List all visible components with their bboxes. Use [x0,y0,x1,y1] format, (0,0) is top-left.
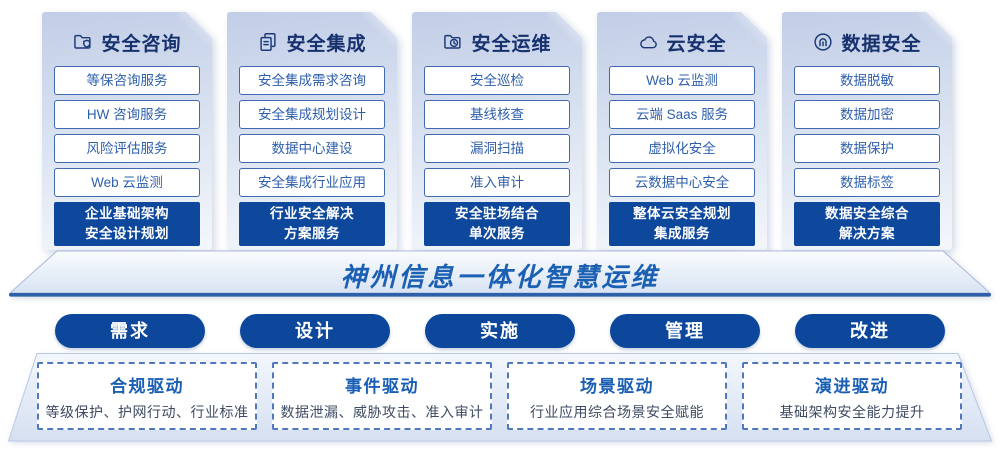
service-highlight: 安全驻场结合 单次服务 [424,202,570,246]
service-item: 数据中心建设 [239,134,385,163]
driver-box-3: 场景驱动 行业应用综合场景安全赋能 [507,362,727,430]
service-card-1: 安全咨询 等保咨询服务 HW 咨询服务风险评估服务 Web 云监测 企业基础架构 安… [42,12,212,250]
card-title: 云安全 [666,33,727,55]
service-item: 虚拟化安全 [609,134,755,163]
card-header: 安全咨询 [42,12,212,55]
card-header: 数据安全 [782,12,952,55]
service-item: 数据标签 [794,168,940,197]
driver-desc: 数据泄漏、威胁攻击、准入审计 [280,404,484,420]
highlight-line-1: 安全驻场结合 [455,206,539,222]
card-items: 等保咨询服务 HW 咨询服务风险评估服务 Web 云监测 [54,66,200,197]
driver-boxes: 合规驱动 等级保护、护网行动、行业标准 事件驱动 数据泄漏、威胁攻击、准入审计 … [37,362,962,430]
service-item: 基线核查 [424,100,570,129]
process-step-pill-1: 需求 [55,314,205,348]
service-item: 数据保护 [794,134,940,163]
driver-title: 合规驱动 [110,377,184,396]
driver-title: 场景驱动 [580,377,654,396]
banner-title: 神州信息一体化智慧运维 [340,262,660,292]
highlight-line-2: 安全设计规划 [85,226,169,241]
highlight-line-1: 整体云安全规划 [633,206,731,222]
highlight-line-2: 单次服务 [469,226,525,241]
highlight-line-1: 企业基础架构 [85,206,169,222]
service-highlight: 整体云安全规划 集成服务 [609,202,755,246]
data-spiral-icon [812,31,834,53]
service-highlight: 行业安全解决 方案服务 [239,202,385,246]
process-step-pill-5: 改进 [795,314,945,348]
service-item: 安全集成规划设计 [239,100,385,129]
process-step-pill-2: 设计 [240,314,390,348]
card-header: 云安全 [597,12,767,55]
platform-banner: 神州信息一体化智慧运维 [0,250,1000,299]
banner-trapezoid [8,250,992,297]
process-step-pill-3: 实施 [425,314,575,348]
service-item: 漏洞扫描 [424,134,570,163]
card-title: 数据安全 [841,33,922,55]
driver-desc: 等级保护、护网行动、行业标准 [45,404,249,420]
service-item: 安全集成行业应用 [239,168,385,197]
driver-box-1: 合规驱动 等级保护、护网行动、行业标准 [37,362,257,430]
service-item: 准入审计 [424,168,570,197]
service-item: 数据加密 [794,100,940,129]
card-items: 安全巡检基线核查漏洞扫描准入审计 [424,66,570,197]
documents-icon [257,31,279,53]
cloud-icon [637,31,659,53]
service-card-3: 安全运维 安全巡检基线核查漏洞扫描准入审计 安全驻场结合 单次服务 [412,12,582,250]
highlight-line-1: 数据安全综合 [825,206,909,222]
service-card-2: 安全集成 安全集成需求咨询安全集成规划设计数据中心建设安全集成行业应用 行业安全… [227,12,397,250]
driver-title: 事件驱动 [345,377,419,396]
card-items: 安全集成需求咨询安全集成规划设计数据中心建设安全集成行业应用 [239,66,385,197]
driver-title: 演进驱动 [815,377,889,396]
service-item: 数据脱敏 [794,66,940,95]
service-item: 云端 Saas 服务 [609,100,755,129]
driver-box-4: 演进驱动 基础架构安全能力提升 [742,362,962,430]
service-item: HW 咨询服务 [54,100,200,129]
driver-desc: 行业应用综合场景安全赋能 [530,404,704,420]
highlight-line-2: 解决方案 [839,226,895,241]
process-steps: 需求 设计 实施 管理 改进 [55,314,945,348]
card-items: Web 云监测云端 Saas 服务虚拟化安全云数据中心安全 [609,66,755,197]
service-item: 等保咨询服务 [54,66,200,95]
card-items: 数据脱敏数据加密数据保护数据标签 [794,66,940,197]
service-item: Web 云监测 [609,66,755,95]
service-columns: 安全咨询 等保咨询服务 HW 咨询服务风险评估服务 Web 云监测 企业基础架构 安… [42,12,952,250]
card-header: 安全集成 [227,12,397,55]
service-item: 云数据中心安全 [609,168,755,197]
service-item: 安全集成需求咨询 [239,66,385,95]
service-highlight: 数据安全综合 解决方案 [794,202,940,246]
driver-desc: 基础架构安全能力提升 [779,404,925,420]
service-item: Web 云监测 [54,168,200,197]
card-title: 安全集成 [286,33,367,55]
highlight-line-1: 行业安全解决 [270,206,354,222]
card-header: 安全运维 [412,12,582,55]
card-title: 安全运维 [471,33,552,55]
process-step-pill-4: 管理 [610,314,760,348]
folder-clock-icon [442,31,464,53]
service-card-5: 数据安全 数据脱敏数据加密数据保护数据标签 数据安全综合 解决方案 [782,12,952,250]
service-item: 风险评估服务 [54,134,200,163]
service-card-4: 云安全 Web 云监测云端 Saas 服务虚拟化安全云数据中心安全 整体云安全规… [597,12,767,250]
highlight-line-2: 集成服务 [654,226,710,241]
service-item: 安全巡检 [424,66,570,95]
service-highlight: 企业基础架构 安全设计规划 [54,202,200,246]
card-title: 安全咨询 [101,33,182,55]
folder-shield-icon [72,31,94,53]
driver-box-2: 事件驱动 数据泄漏、威胁攻击、准入审计 [272,362,492,430]
highlight-line-2: 方案服务 [284,226,340,241]
